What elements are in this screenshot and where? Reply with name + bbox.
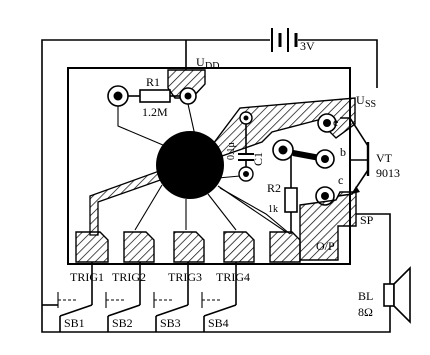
switch-sb3 xyxy=(153,292,189,332)
resistor-r2: R2 1k xyxy=(267,156,298,234)
op-pad xyxy=(269,231,301,263)
vdd-label: U xyxy=(196,55,205,69)
speaker-value: 8Ω xyxy=(358,305,373,319)
sb4-label: SB4 xyxy=(208,316,229,330)
trig1-trace xyxy=(89,169,167,236)
c1-label: C1 xyxy=(251,152,265,166)
switch-sb1 xyxy=(42,292,93,332)
switch-sb4 xyxy=(201,292,237,332)
pin-b-label: b xyxy=(340,145,346,159)
sb1-label: SB1 xyxy=(64,316,85,330)
capacitor-c1: 0.1μ C1 xyxy=(226,111,265,182)
trig3-label: TRIG3 xyxy=(168,270,202,284)
speaker-icon xyxy=(383,266,411,324)
pcb-outline xyxy=(67,67,351,265)
r2-label: R2 xyxy=(267,181,281,195)
op-label: O/P xyxy=(316,239,335,253)
switch-sb2 xyxy=(105,292,141,332)
transistor-model: 9013 xyxy=(376,166,400,180)
trig2-label: TRIG2 xyxy=(112,270,146,284)
trig2-pad xyxy=(123,231,155,263)
trig1-pad xyxy=(75,231,109,263)
sp-label: SP xyxy=(360,213,374,227)
trig3-pad xyxy=(173,231,205,263)
ic-chip xyxy=(156,131,224,199)
r1-label: R1 xyxy=(146,75,160,89)
vdd-terminal: U DD xyxy=(167,55,219,99)
trig4-label: TRIG4 xyxy=(216,270,250,284)
sp-copper xyxy=(299,191,357,261)
battery-voltage-label: 3V xyxy=(300,39,315,53)
vss-label: U xyxy=(356,93,365,107)
trig1-label: TRIG1 xyxy=(70,270,104,284)
sb3-label: SB3 xyxy=(160,316,181,330)
transistor-vt: VT 9013 xyxy=(337,117,400,197)
c1-value: 0.1μ xyxy=(226,142,237,160)
battery-circuit: 3V xyxy=(41,28,378,305)
vdd-subscript: DD xyxy=(205,61,219,72)
trig4-pad xyxy=(223,231,255,263)
r1-value: 1.2M xyxy=(142,105,168,119)
pin-c-label: c xyxy=(338,173,343,187)
resistor-r1: R1 1.2M xyxy=(107,75,197,119)
transistor-label: VT xyxy=(376,151,393,165)
trigger-pads xyxy=(75,231,301,263)
r2-value: 1k xyxy=(268,204,278,215)
sb2-label: SB2 xyxy=(112,316,133,330)
pin-e-label: e xyxy=(333,115,338,129)
vss-subscript: SS xyxy=(365,99,376,110)
transistor-pads: e b c xyxy=(272,113,346,206)
speaker-label: BL xyxy=(358,289,373,303)
